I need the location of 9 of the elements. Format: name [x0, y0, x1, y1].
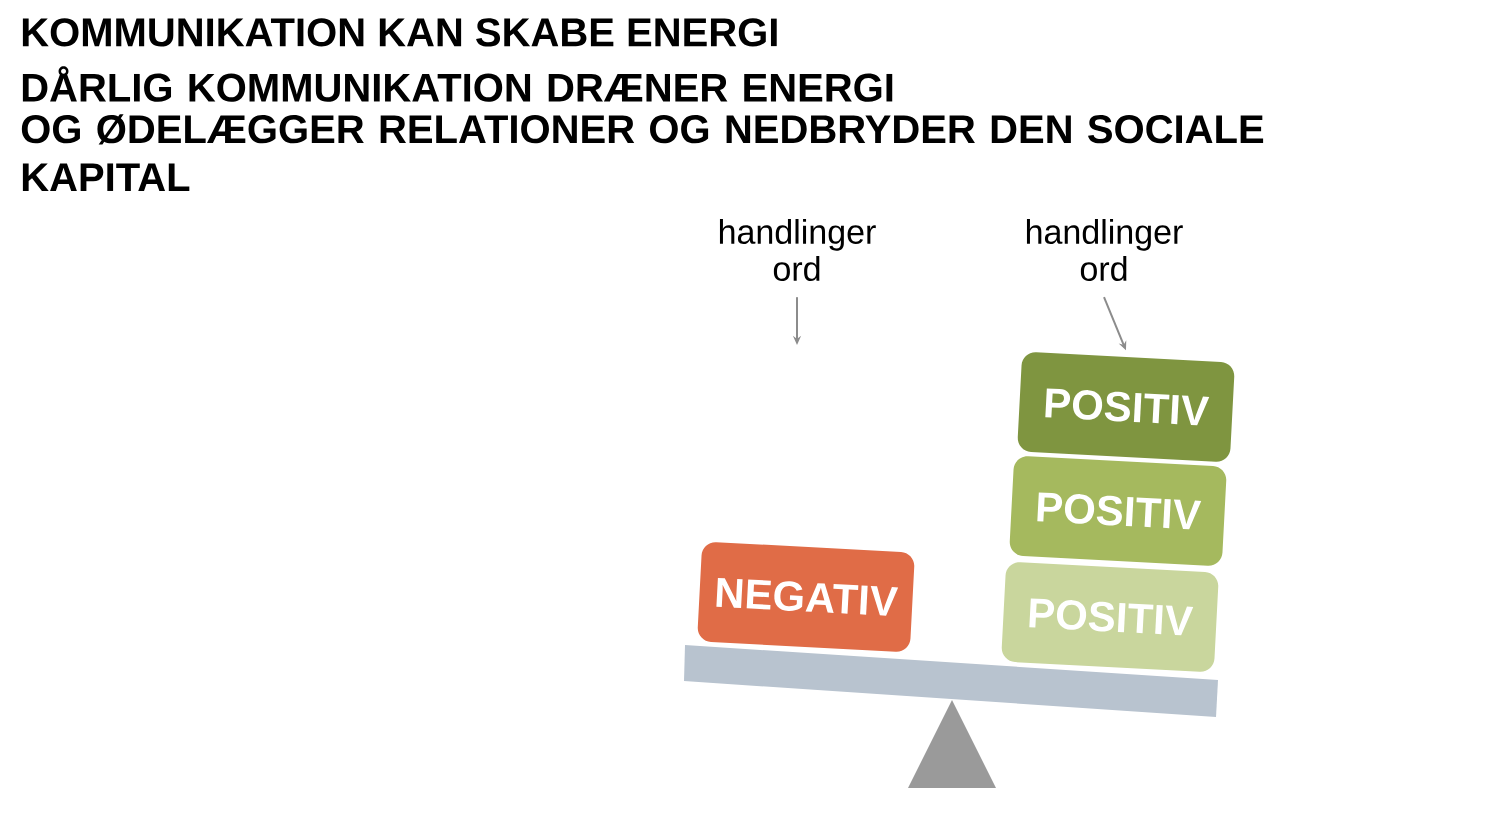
weight-block: NEGATIV	[697, 542, 915, 652]
weight-block: POSITIV	[1017, 352, 1235, 462]
weight-block: POSITIV	[1001, 562, 1219, 672]
weight-block: POSITIV	[1009, 456, 1227, 566]
word-label: handlinger ord	[719, 219, 876, 281]
heading: OG ØDELÆGGER RELATIONER OG NEDBRYDER DEN SOCIALE KAPITAL	[21, 114, 1264, 191]
word-label: handlinger ord	[1026, 219, 1183, 281]
heading: DÅRLIG KOMMUNIKATION DRÆNER ENERGI	[22, 66, 893, 102]
heading: KOMMUNIKATION KAN SKABE ENERGI	[22, 18, 777, 47]
